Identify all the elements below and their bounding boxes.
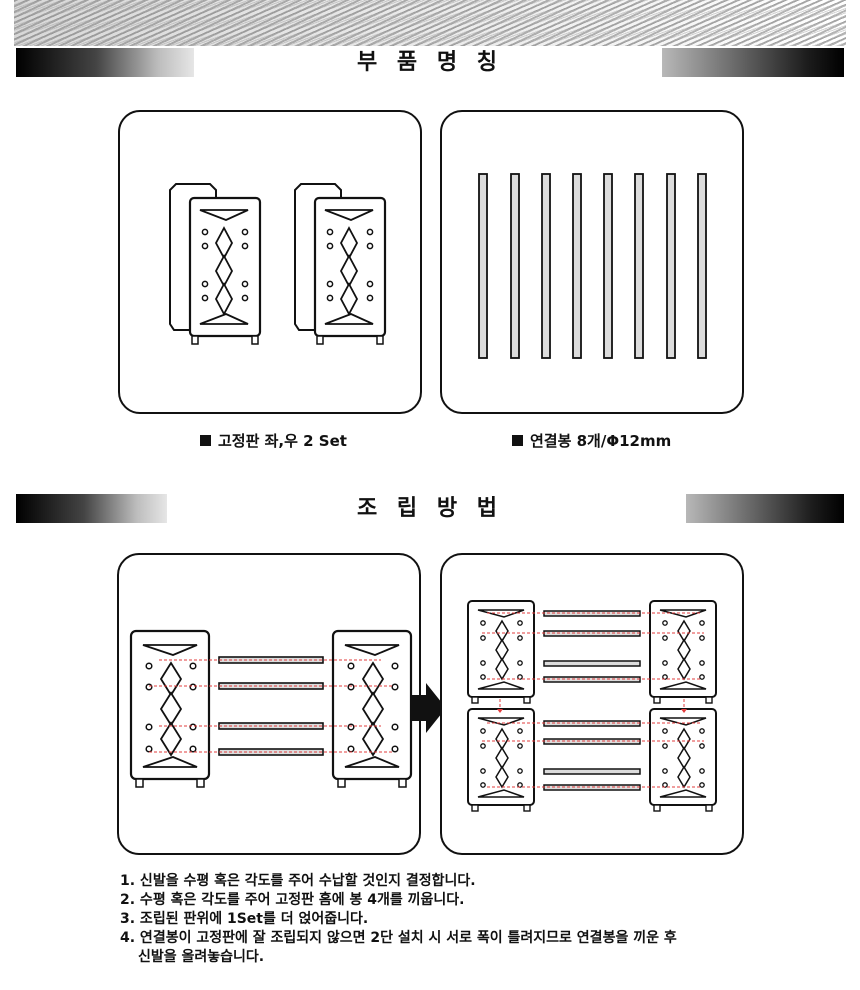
parts-section-title: 부 품 명 칭 — [357, 50, 503, 75]
section-bar-right — [686, 494, 844, 523]
assembly-step1-illustration — [129, 629, 413, 789]
rod-caption: 연결봉 8개/Φ12mm — [512, 430, 671, 451]
section-bar-left — [16, 48, 194, 77]
assembly-step-1: 1. 신발을 수평 혹은 각도를 주어 수납할 것인지 결정합니다. — [120, 873, 476, 889]
assembly-step-4: 4. 연결봉이 고정판에 잘 조립되지 않으면 2단 설치 시 서로 폭이 틀려… — [120, 930, 677, 946]
assembly-step-3: 3. 조립된 판위에 1Set를 더 얹어줍니다. — [120, 911, 369, 927]
section-bar-left — [16, 494, 167, 523]
assembly-step2-panel — [440, 553, 744, 855]
assembly-step-2: 2. 수평 혹은 각도를 주어 고정판 홈에 봉 4개를 끼웁니다. — [120, 892, 465, 908]
plate-caption: 고정판 좌,우 2 Set — [200, 430, 347, 451]
assembly-steps: 1. 신발을 수평 혹은 각도를 주어 수납할 것인지 결정합니다. 2. 수평… — [120, 872, 760, 967]
rod-caption-text: 연결봉 8개/Φ12mm — [530, 432, 672, 450]
header-texture — [14, 0, 846, 46]
section-bar-right — [662, 48, 844, 77]
square-bullet-icon — [200, 435, 211, 446]
plate-illustration — [169, 183, 387, 346]
right-arrow-icon — [412, 683, 446, 733]
assembly-step1-panel — [117, 553, 421, 855]
plate-caption-text: 고정판 좌,우 2 Set — [218, 432, 347, 450]
square-bullet-icon — [512, 435, 523, 446]
assembly-step-4-continued: 신발을 올려놓습니다. — [138, 949, 265, 965]
assembly-step2-illustration — [467, 600, 717, 812]
assembly-section-title: 조 립 방 법 — [357, 496, 503, 521]
plate-panel — [118, 110, 422, 414]
rod-illustration — [478, 173, 707, 359]
rod-panel — [440, 110, 744, 414]
